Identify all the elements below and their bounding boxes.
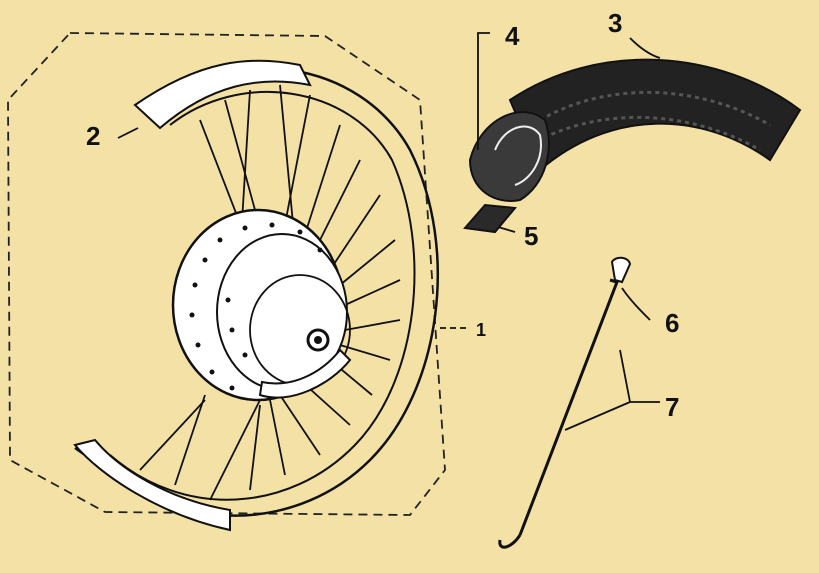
rim-tape [463,203,517,234]
wheel-rim [73,59,440,532]
callout-7: 7 [665,392,679,422]
wheel-hub [171,208,352,402]
callout-2: 2 [86,121,100,151]
tyre [508,58,802,172]
callout-3: 3 [608,8,622,38]
assembly-dashed-outline [7,32,446,516]
callout-5: 5 [524,221,538,251]
inner-tube [468,111,550,202]
spoke-and-nipple [498,256,632,549]
leader-lines [117,32,661,431]
callout-6: 6 [665,308,679,338]
callout-4: 4 [505,21,520,51]
callout-1: 1 [476,320,486,340]
